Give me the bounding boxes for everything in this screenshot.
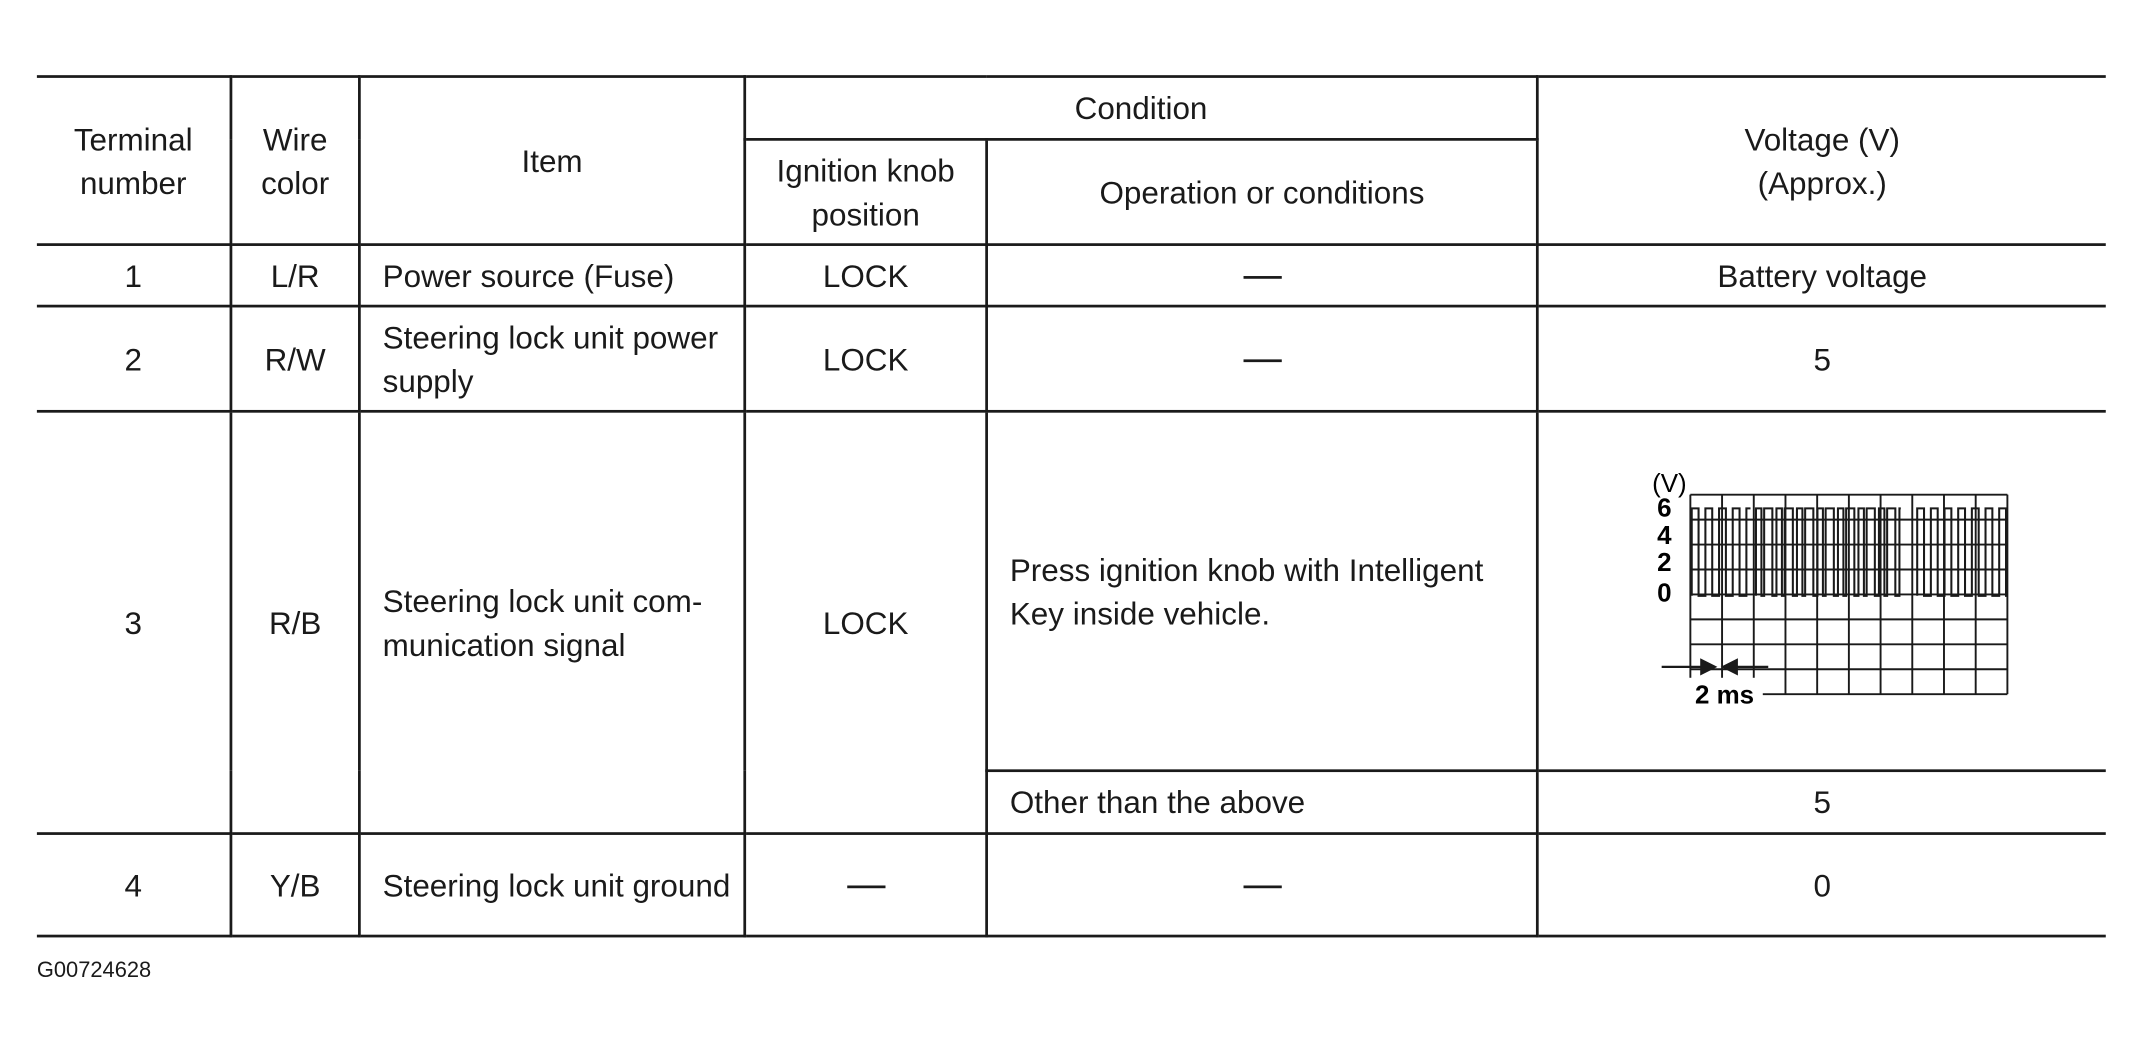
voltage-value: Battery voltage [1535,243,2106,308]
operation-condition: Other than the above [986,769,1539,835]
header-ignition-knob-position: Ignition knob position [744,138,988,246]
operation-condition [985,243,1539,308]
waveform-y-label: 4 [1656,519,1671,549]
header-terminal-number: Terminal number [36,75,233,246]
ignition-position: LOCK [743,304,988,413]
item-name: Steering lock unit ground [358,832,747,938]
dash-mark [1242,359,1282,363]
wire-color: L/R [229,243,361,308]
header-wire-color: Wire color [229,75,361,246]
table-row: 1 L/R Power source (Fuse) LOCK Battery v… [36,243,2106,308]
wire-color: R/W [229,304,361,413]
figure-id: G00724628 [36,959,152,983]
waveform-y-label: 6 [1656,492,1670,522]
waveform-y-label: 0 [1656,577,1670,607]
dash-mark [1242,886,1282,889]
terminal-table: Terminal number Wire color Item Conditio… [36,75,2106,938]
header-item: Item [358,75,747,246]
item-name: Steering lock unit power supply [358,304,747,413]
dash-mark [1242,276,1282,280]
header-voltage: Voltage (V) (Approx.) [1535,75,2106,246]
ignition-position: LOCK [743,243,988,308]
waveform-cell: (V) 6 4 2 0 2 ms [1535,409,2106,773]
header-condition: Condition [743,75,1539,141]
voltage-value: 0 [1535,832,2106,938]
wire-color: Y/B [229,832,361,938]
ignition-position: LOCK [743,409,988,835]
voltage-value: 5 [1535,769,2106,835]
waveform-time-label: 2 ms [1694,679,1753,709]
wire-color: R/B [229,409,361,835]
time-arrow-right [1699,657,1717,675]
terminal-number: 3 [36,409,233,835]
terminal-number: 1 [36,243,233,308]
operation-condition [985,304,1539,413]
waveform-trace [1690,506,2007,597]
waveform-y-label: 2 [1656,547,1670,577]
table-row: Other than the above 5 [37,769,2106,835]
item-name: Steering lock unit com- munication signa… [358,409,747,835]
table-row: 3 R/B Steering lock unit com- munication… [36,409,2106,835]
item-name: Power source (Fuse) [358,243,747,308]
voltage-waveform: (V) 6 4 2 0 2 ms [1651,467,2008,710]
dash-mark [846,886,885,889]
table-row: 4 Y/B Steering lock unit ground 0 [36,832,2106,938]
operation-condition [985,832,1539,938]
header-operation-conditions: Operation or conditions [985,138,1538,246]
time-arrow-left [1720,657,1738,675]
operation-condition: Press ignition knob with Intelligent Key… [985,409,1539,773]
table-row: 2 R/W Steering lock unit power supply LO… [36,304,2106,413]
ignition-position [743,832,988,938]
waveform-unit: (V) [1651,467,1686,497]
terminal-number: 2 [36,304,233,413]
terminal-number: 4 [36,832,233,938]
voltage-value: 5 [1535,304,2106,413]
